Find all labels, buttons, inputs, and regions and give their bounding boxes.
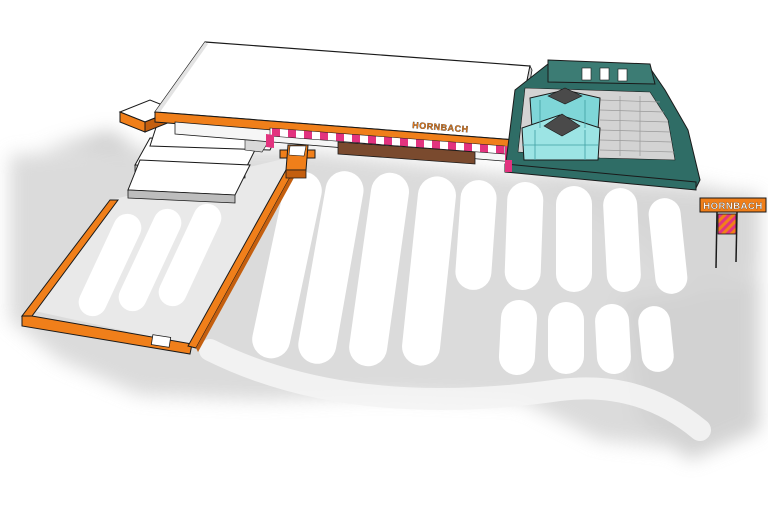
pylon-sign-text: HORNBACH — [703, 201, 762, 212]
parking-lot-main — [252, 171, 688, 375]
greenhouse-front — [521, 114, 601, 161]
yard-gate — [150, 334, 172, 348]
building-sign: HORNBACH — [412, 120, 469, 134]
gatehouse — [285, 144, 309, 179]
pylon-sign-panel — [717, 213, 737, 235]
entrance-canopy — [337, 141, 476, 165]
drive-aisle — [199, 339, 711, 441]
pylon-sign: HORNBACH — [699, 197, 767, 269]
garden-center — [504, 59, 701, 191]
magenta-accent-left — [266, 134, 274, 148]
main-store: HORNBACH — [153, 41, 533, 165]
